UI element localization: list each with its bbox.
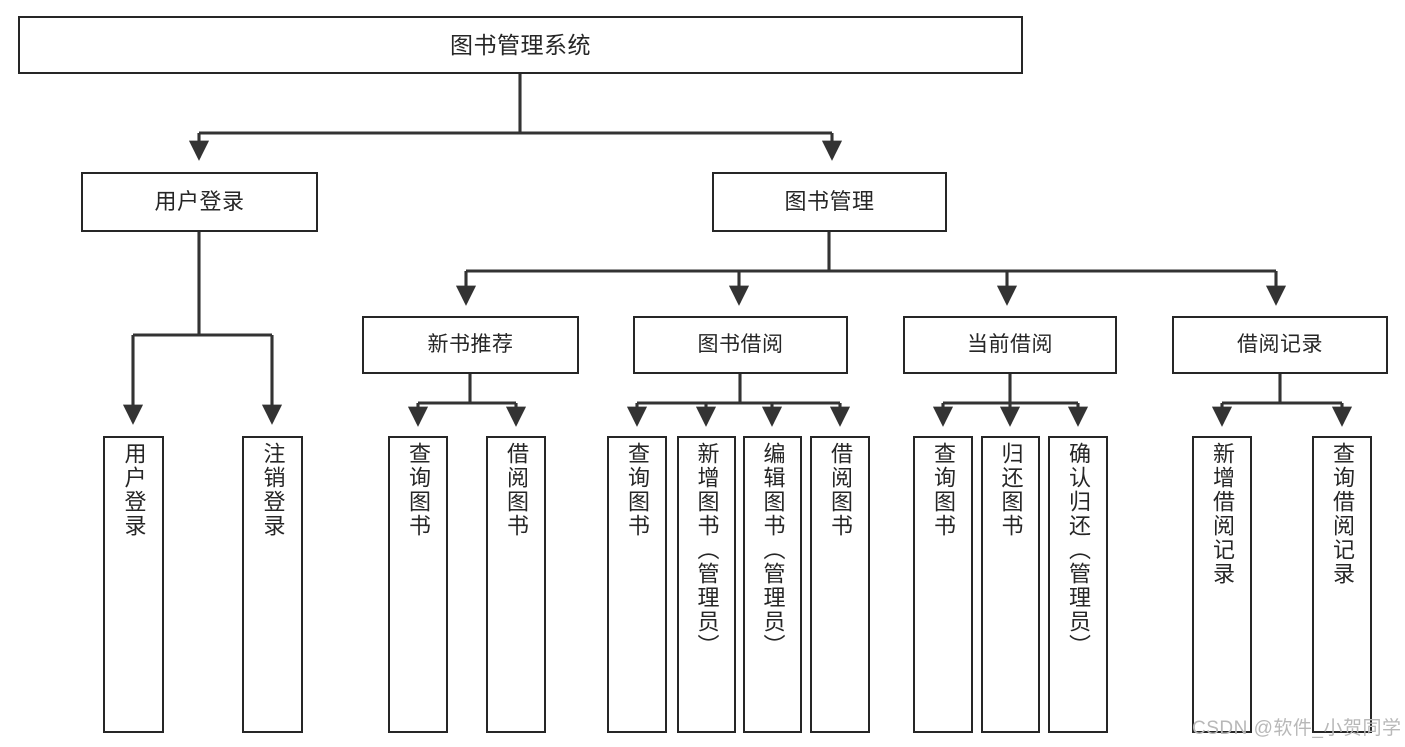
node-root[interactable]: 图书管理系统 — [18, 16, 1023, 74]
leaf-query-book-2-label: 查询图书 — [625, 442, 650, 538]
node-current-borrow[interactable]: 当前借阅 — [903, 316, 1117, 374]
node-root-label: 图书管理系统 — [450, 31, 591, 58]
node-current-borrow-label: 当前借阅 — [967, 332, 1053, 356]
leaf-borrow-book-1-label: 借阅图书 — [504, 442, 529, 538]
node-user-login-label: 用户登录 — [154, 189, 245, 215]
leaf-user-login-label: 用户登录 — [121, 442, 147, 538]
leaf-borrow-book-1[interactable]: 借阅图书 — [486, 436, 546, 733]
leaf-confirm-return-label: 确认归还（管理员） — [1066, 442, 1091, 658]
leaf-add-record[interactable]: 新增借阅记录 — [1192, 436, 1252, 733]
csdn-watermark: CSDN @软件_小贺同学 — [1192, 718, 1402, 739]
leaf-query-record-label: 查询借阅记录 — [1330, 442, 1355, 586]
node-book-management-label: 图书管理 — [784, 189, 875, 215]
leaf-user-login[interactable]: 用户登录 — [103, 436, 164, 733]
node-book-borrow-label: 图书借阅 — [697, 332, 784, 356]
node-new-book-recommend[interactable]: 新书推荐 — [362, 316, 579, 374]
leaf-query-book-3-label: 查询图书 — [931, 442, 956, 538]
leaf-borrow-book-2-label: 借阅图书 — [828, 442, 853, 538]
leaf-edit-book[interactable]: 编辑图书（管理员） — [743, 436, 802, 733]
leaf-add-book[interactable]: 新增图书（管理员） — [677, 436, 736, 733]
node-borrow-record[interactable]: 借阅记录 — [1172, 316, 1388, 374]
leaf-add-record-label: 新增借阅记录 — [1210, 442, 1235, 586]
node-user-login[interactable]: 用户登录 — [81, 172, 318, 232]
leaf-query-book-1-label: 查询图书 — [406, 442, 431, 538]
leaf-edit-book-label: 编辑图书（管理员） — [760, 442, 786, 658]
leaf-borrow-book-2[interactable]: 借阅图书 — [810, 436, 870, 733]
leaf-return-book-label: 归还图书 — [998, 442, 1024, 538]
leaf-return-book[interactable]: 归还图书 — [981, 436, 1040, 733]
node-borrow-record-label: 借阅记录 — [1237, 332, 1323, 356]
node-book-management[interactable]: 图书管理 — [712, 172, 947, 232]
node-book-borrow[interactable]: 图书借阅 — [633, 316, 848, 374]
leaf-query-book-1[interactable]: 查询图书 — [388, 436, 448, 733]
leaf-confirm-return[interactable]: 确认归还（管理员） — [1048, 436, 1108, 733]
leaf-add-book-label: 新增图书（管理员） — [694, 442, 720, 658]
leaf-query-book-3[interactable]: 查询图书 — [913, 436, 973, 733]
leaf-logout-login[interactable]: 注销登录 — [242, 436, 303, 733]
node-new-book-recommend-label: 新书推荐 — [427, 332, 514, 356]
leaf-query-record[interactable]: 查询借阅记录 — [1312, 436, 1372, 733]
leaf-query-book-2[interactable]: 查询图书 — [607, 436, 667, 733]
leaf-logout-login-label: 注销登录 — [260, 442, 286, 538]
